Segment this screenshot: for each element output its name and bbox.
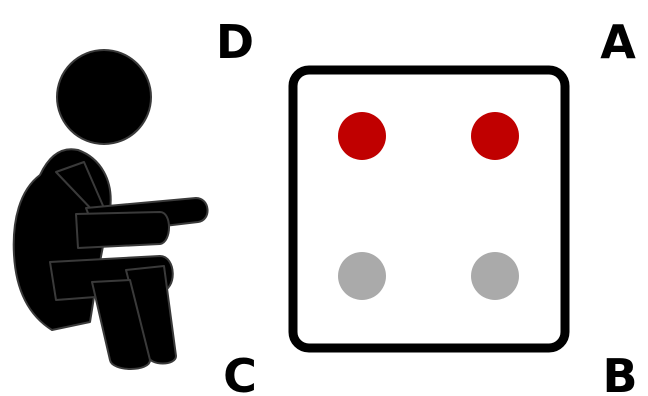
label-top-right: A xyxy=(600,15,636,69)
label-bottom-right: B xyxy=(602,349,637,396)
panel-outline xyxy=(293,70,565,348)
red-dot-top-right xyxy=(471,112,519,160)
seated-person-icon xyxy=(14,50,208,369)
red-dot-top-left xyxy=(338,112,386,160)
label-bottom-left: C xyxy=(223,349,257,396)
label-top-left: D xyxy=(216,15,254,69)
gray-dot-bottom-right xyxy=(471,252,519,300)
gray-dot-bottom-left xyxy=(338,252,386,300)
